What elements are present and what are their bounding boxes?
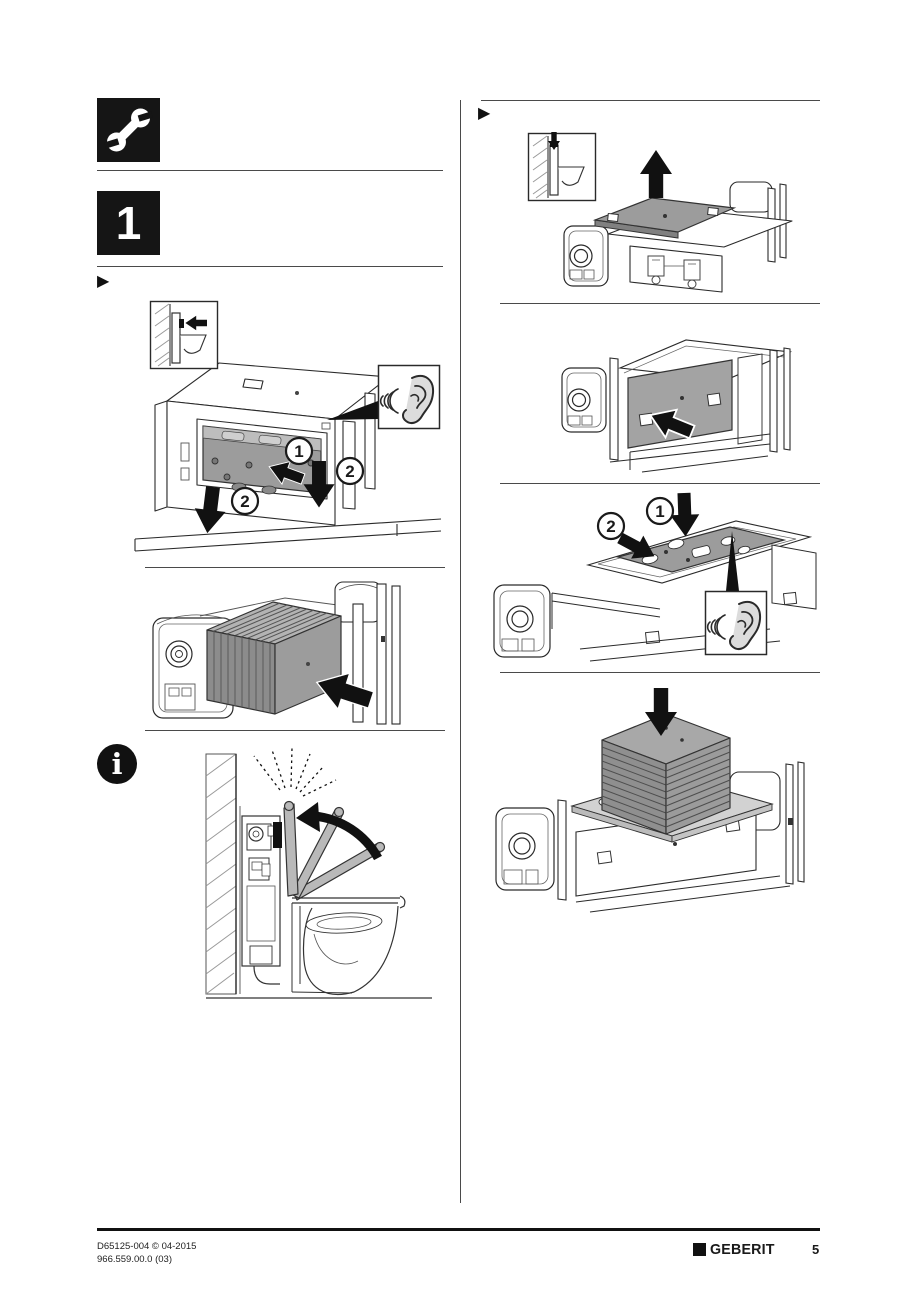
- callout-label: 2: [345, 462, 354, 481]
- brand-name: GEBERIT: [710, 1241, 775, 1258]
- figure-insert-protection-box: [145, 576, 445, 732]
- ear-pointer: [327, 401, 378, 420]
- document-id-line1: D65125-004 © 04-2015: [97, 1241, 197, 1252]
- callout-badge: 1: [645, 496, 675, 526]
- list-bullet: ▶: [478, 105, 491, 122]
- ear-pointer: [726, 531, 739, 591]
- section-rule: [97, 266, 443, 267]
- wall-profile-inset: [149, 300, 219, 370]
- figure-place-protection-box-top: [480, 688, 820, 914]
- callout-badge: 2: [596, 511, 626, 541]
- maintenance-section-box: [97, 98, 160, 162]
- figure-insert-front-panel: [480, 310, 820, 482]
- brand-mark-icon: [693, 1243, 706, 1256]
- ear-icon: [377, 364, 441, 430]
- ear-icon: [704, 590, 768, 656]
- figure-separator: [145, 730, 445, 731]
- info-icon: i: [97, 744, 137, 784]
- protection-box: [601, 713, 731, 835]
- callout-badge: 2: [335, 456, 365, 486]
- wrench-icon: [104, 108, 153, 152]
- figure-separator: [500, 303, 820, 304]
- rotate-arrow-icon: [296, 802, 382, 861]
- actuator-plate: [273, 822, 282, 848]
- wall-profile-inset: [527, 132, 597, 202]
- callout-label: 1: [294, 442, 303, 461]
- figure-unlock-protection-plate: 1 2 2: [97, 293, 443, 565]
- document-id-line2: 966.559.00.0 (03): [97, 1253, 173, 1265]
- impact-lines: [253, 747, 337, 797]
- brand-logo: GEBERIT: [693, 1241, 778, 1258]
- info-glyph: i: [111, 746, 123, 781]
- figure-lift-cover-plate: [480, 122, 820, 302]
- figure-separator: [500, 672, 820, 673]
- section-rule: [97, 170, 443, 171]
- section-rule: [481, 100, 820, 101]
- front-panel: [627, 359, 733, 449]
- figure-separator: [500, 483, 820, 484]
- figure-snap-on-cover-plate: 1 2: [480, 489, 820, 673]
- figure-separator: [145, 567, 445, 568]
- page-number: 5: [812, 1242, 820, 1257]
- callout-badge: 1: [284, 436, 314, 466]
- arrow-down-icon: [669, 492, 701, 537]
- callout-label: 2: [606, 517, 615, 536]
- document-id: D65125-004 © 04-2015 966.559.00.0 (03): [97, 1241, 196, 1266]
- step-number: 1: [115, 197, 142, 249]
- seat-lid-positions: [283, 800, 386, 901]
- figure-info-seat-lid-wall: [192, 746, 442, 1010]
- cover-plate: [592, 197, 737, 239]
- footer-rule: [97, 1228, 820, 1231]
- callout-label: 2: [240, 492, 249, 511]
- column-divider: [460, 100, 461, 1203]
- list-bullet: ▶: [97, 273, 110, 290]
- arrow-up-icon: [640, 150, 672, 198]
- callout-badge: 2: [230, 486, 260, 516]
- step-badge-box: 1: [97, 191, 160, 255]
- callout-label: 1: [655, 502, 664, 521]
